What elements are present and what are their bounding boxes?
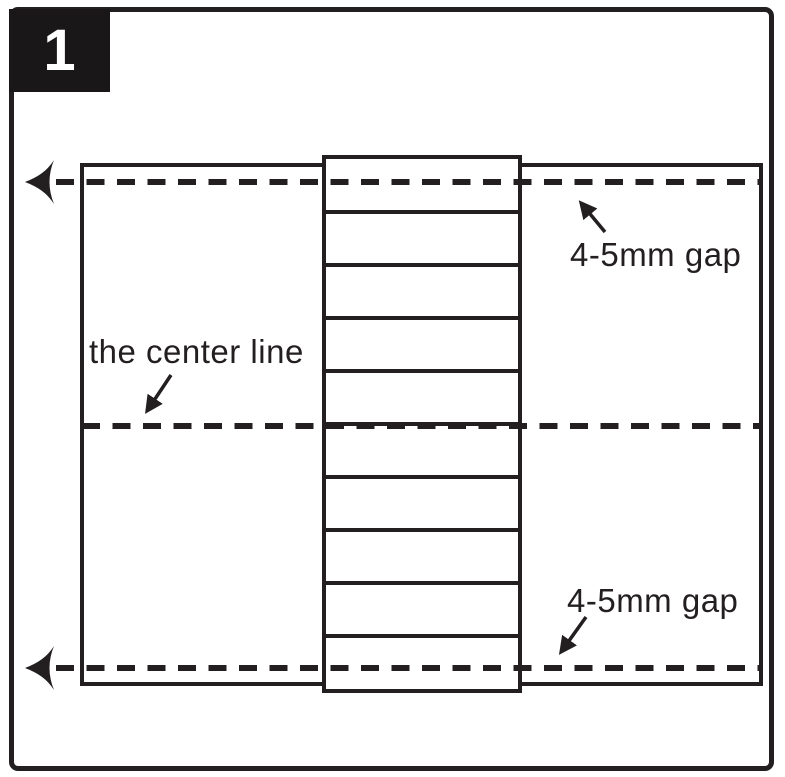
ladder-rung [326,263,518,267]
figure-border [9,7,774,771]
step-number-badge: 1 [9,9,110,92]
ladder-rung [326,475,518,479]
ladder-rung [326,210,518,214]
ladder-rung [326,581,518,585]
ladder-rung [326,634,518,638]
ladder-rung [326,316,518,320]
top-gap-label: 4-5mm gap [570,236,742,273]
ladder-rung [326,528,518,532]
center-line-label: the center line [89,333,304,370]
ladder-rung [326,422,518,426]
zipper-tape [322,155,522,693]
bottom-gap-label: 4-5mm gap [567,582,739,619]
ladder-rung [326,369,518,373]
step-number: 1 [43,17,76,83]
